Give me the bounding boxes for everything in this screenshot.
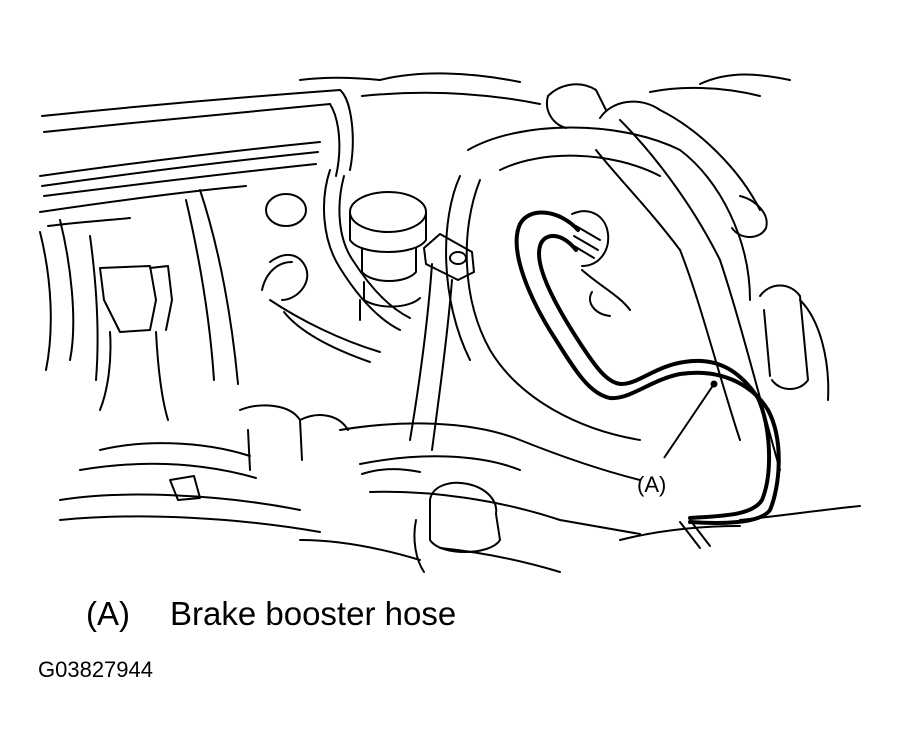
mounting-hole bbox=[265, 193, 307, 227]
reservoir-cap bbox=[349, 191, 427, 321]
brake-booster-hose bbox=[514, 210, 781, 525]
callout-leader bbox=[663, 380, 718, 459]
pipe-left bbox=[261, 169, 411, 363]
caption: (A) Brake booster hose bbox=[86, 592, 456, 636]
upper-right-hoses bbox=[546, 73, 791, 471]
cowl-panel bbox=[39, 72, 541, 227]
check-valve bbox=[571, 210, 631, 317]
lower-hose bbox=[339, 422, 861, 549]
right-bracket bbox=[759, 284, 830, 401]
figure-id: G03827944 bbox=[38, 657, 153, 682]
cable-harness bbox=[59, 404, 561, 573]
brake-booster-body bbox=[445, 126, 751, 441]
bracket bbox=[409, 233, 475, 451]
callout-label: (A) bbox=[637, 472, 666, 497]
fluid-cap bbox=[413, 481, 501, 573]
engine-bay-illustration: (A) bbox=[39, 72, 861, 573]
caption-ref: (A) bbox=[86, 595, 130, 632]
left-body-panel bbox=[39, 189, 239, 421]
caption-text: Brake booster hose bbox=[170, 595, 457, 632]
